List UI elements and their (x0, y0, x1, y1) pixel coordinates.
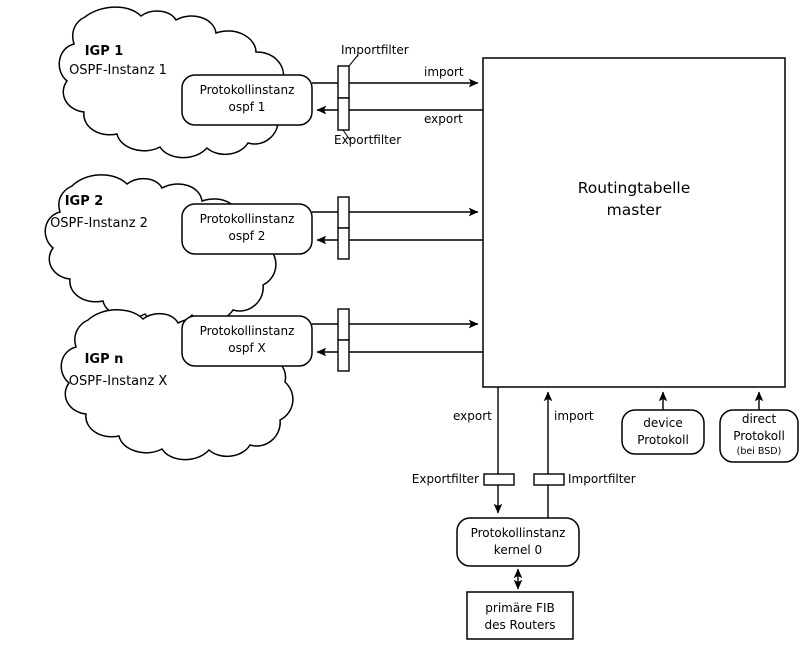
cloud-label-igp2-title: IGP 2 (64, 194, 104, 209)
flow-label-export-top: export (424, 112, 463, 126)
fib-label-line1: primäre FIB (485, 601, 555, 615)
leader-exportfilter-1 (342, 129, 351, 141)
cloud-label-igpn-title: IGP n (84, 352, 124, 367)
device-protocol-label-line2: Protokoll (637, 433, 689, 447)
fib-label-line2: des Routers (484, 618, 556, 632)
cloud-label-igp1-subtitle: OSPF-Instanz 1 (69, 63, 167, 78)
protocol-box-ospf1 (181, 74, 313, 126)
protocol-label-ospf1-line1: Protokollinstanz (199, 83, 295, 97)
routing-table-label-line2: master (606, 201, 662, 219)
fib-box (466, 591, 574, 640)
exportfilter-bar-bottom (483, 473, 515, 486)
protocol-label-kernel0-line1: Protokollinstanz (470, 526, 566, 540)
filter-label-importfilter-bottom: Importfilter (568, 472, 636, 486)
importfilter-bar-bottom (533, 473, 565, 486)
importfilter-bar-2 (337, 196, 350, 229)
cloud-label-igp2-subtitle: OSPF-Instanz 2 (50, 216, 148, 231)
protocol-box-ospfx (181, 315, 313, 367)
flow-label-import-bottom: import (554, 409, 594, 423)
filter-label-importfilter-top: Importfilter (341, 43, 409, 57)
exportfilter-bar-2 (337, 227, 350, 260)
protocol-box-ospf2 (181, 203, 313, 255)
direct-protocol-label-line1: direct (741, 412, 777, 426)
flow-label-export-bottom: export (453, 409, 492, 423)
exportfilter-bar-1 (337, 97, 350, 131)
routing-table-label-line1: Routingtabelle (577, 179, 691, 197)
exportfilter-bar-3 (337, 339, 350, 372)
protocol-label-ospf2-line2: ospf 2 (228, 229, 266, 243)
filter-label-exportfilter-top: Exportfilter (334, 133, 402, 147)
filter-label-exportfilter-bottom: Exportfilter (411, 472, 479, 486)
importfilter-bar-1 (337, 65, 350, 99)
protocol-box-kernel0 (456, 517, 580, 567)
protocol-label-ospf1-line2: ospf 1 (228, 100, 266, 114)
cloud-label-igp1-title: IGP 1 (84, 44, 124, 59)
flow-label-import-top: import (424, 65, 464, 79)
leader-importfilter-1 (348, 54, 359, 67)
device-protocol-label-line1: device (643, 416, 683, 430)
protocol-label-ospfx-line1: Protokollinstanz (199, 324, 295, 338)
routing-table-box (482, 57, 786, 388)
direct-protocol-label-line2: Protokoll (733, 429, 785, 443)
protocol-label-kernel0-line2: kernel 0 (493, 543, 543, 557)
protocol-label-ospf2-line1: Protokollinstanz (199, 212, 295, 226)
direct-protocol-label-line3: (bei BSD) (736, 446, 782, 457)
importfilter-bar-3 (337, 308, 350, 341)
cloud-label-igpn-subtitle: OSPF-Instanz X (68, 374, 168, 389)
protocol-label-ospfx-line2: ospf X (228, 341, 266, 355)
